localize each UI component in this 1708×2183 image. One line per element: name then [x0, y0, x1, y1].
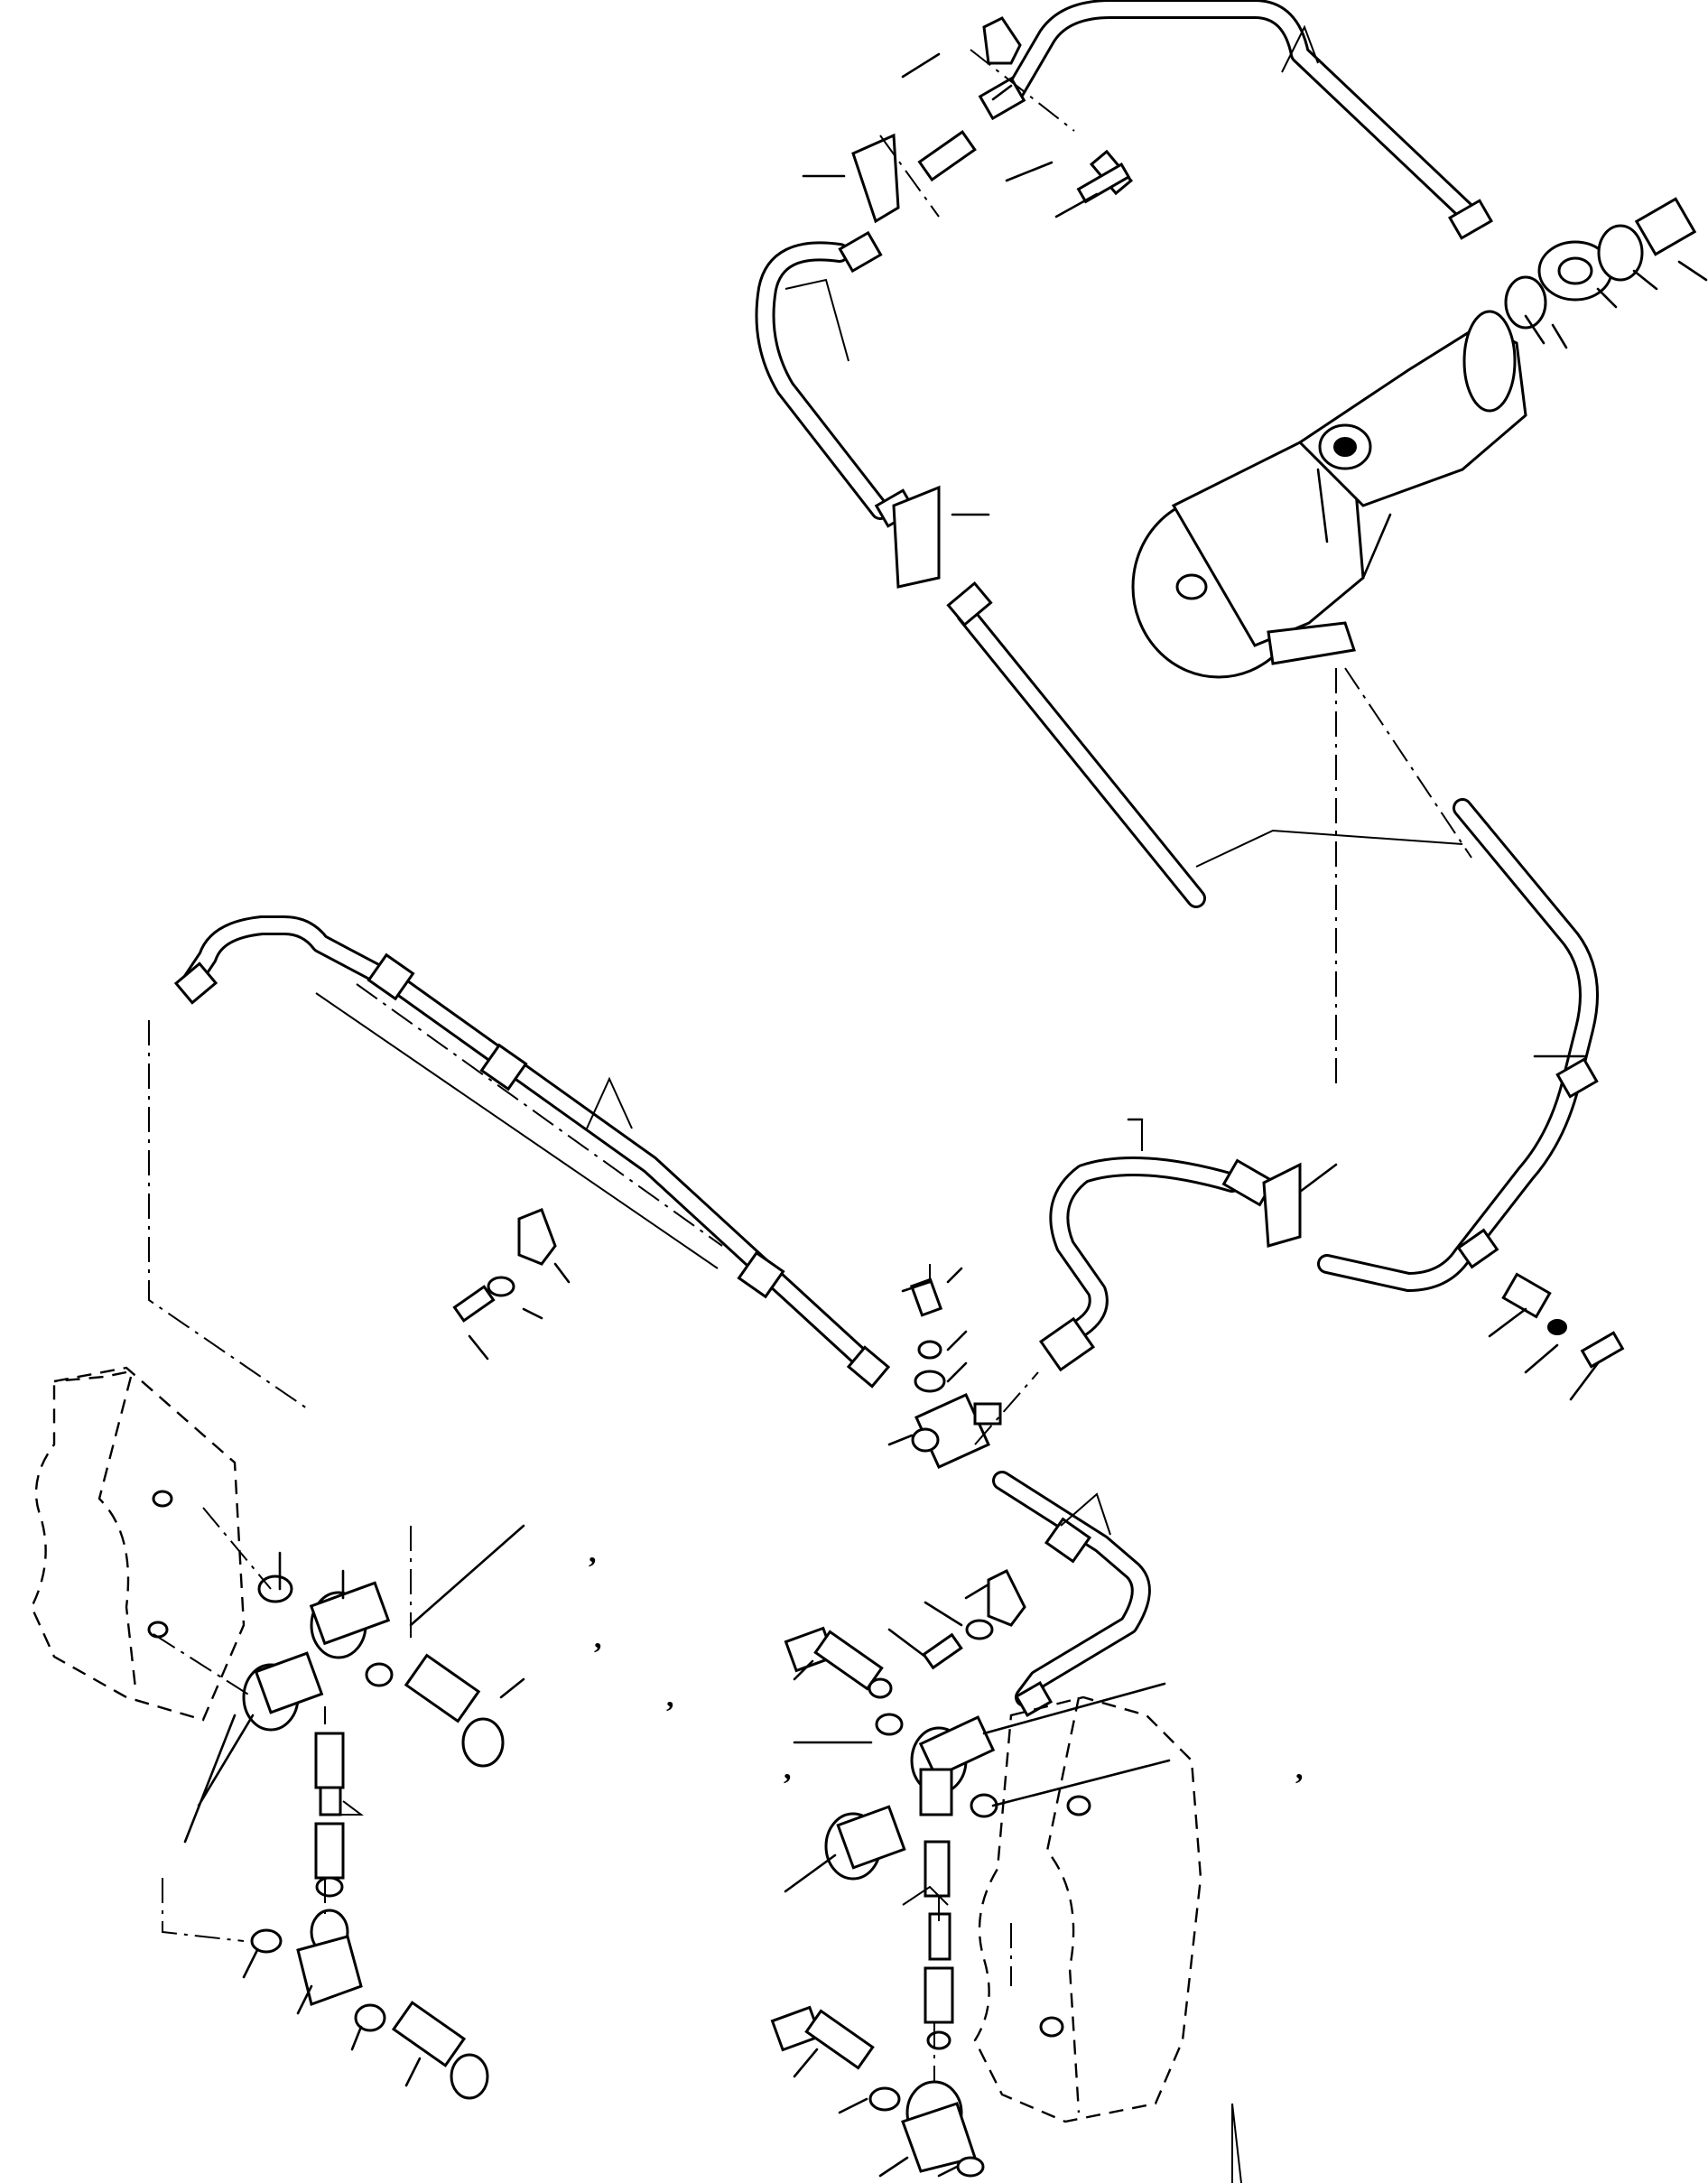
right-lower-branch-tube	[887, 1471, 1151, 1717]
long-diagonal-tube	[946, 581, 1599, 1292]
left-clip-and-screw	[452, 1208, 571, 1361]
top-loop-brake-tube	[755, 0, 1481, 520]
middle-s-tube	[1038, 1119, 1625, 1401]
left-long-tube	[148, 915, 891, 1409]
callout-mark: ,	[784, 1752, 792, 1786]
center-tee-fitting	[887, 1264, 1039, 1469]
top-leader-lines	[784, 24, 1708, 516]
master-cylinder	[1131, 310, 1527, 679]
callout-mark: ,	[594, 1621, 602, 1655]
callout-mark: ,	[589, 1536, 597, 1569]
callout-mark: ,	[1295, 1752, 1304, 1786]
top-centerlines	[879, 49, 1472, 1083]
right-banjo-assembly	[770, 1626, 1242, 2183]
misc-leader-lines	[315, 84, 1586, 1293]
right-wheel-housing	[973, 1695, 1202, 2123]
callout-mark: ,	[666, 1680, 674, 1714]
left-wheel-housing	[30, 1366, 246, 1722]
callout-marks: , , , , ,	[589, 1536, 1304, 1786]
top-fittings	[838, 16, 1697, 589]
left-banjo-assembly	[153, 1507, 525, 2100]
